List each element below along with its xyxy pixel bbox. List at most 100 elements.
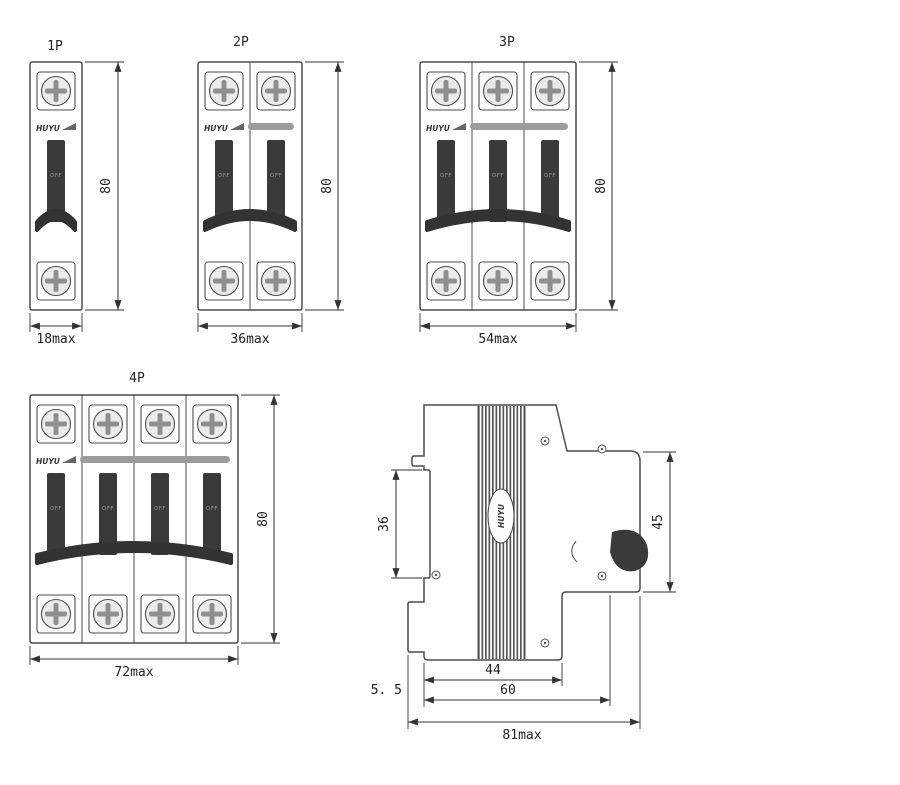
- dimension-depth-total: 81max: [407, 596, 641, 743]
- rivet-dot: [434, 573, 438, 577]
- label-stripe: [248, 123, 294, 130]
- dimension-label: 80: [99, 178, 114, 194]
- brand-oval: [487, 488, 515, 544]
- side-view: HUYU 36 45 44: [371, 404, 676, 743]
- side-toggle-lever: [610, 529, 649, 572]
- toggle-off-label: OFF: [492, 173, 504, 179]
- screw-terminal-icon: [36, 404, 76, 444]
- screw-terminal-icon: [426, 261, 466, 301]
- dimension-label: 80: [320, 178, 335, 194]
- dimension-height-1p: 80: [85, 61, 124, 311]
- dimension-rail-slot: 36: [377, 469, 422, 579]
- dimension-label: 36max: [230, 332, 269, 347]
- front-view-2p: 2P HUYU OFF OFF 80 36max: [197, 35, 344, 347]
- toggle-off-label: OFF: [50, 173, 62, 179]
- dimension-depth-body: 60 5. 5: [371, 595, 611, 706]
- screw-terminal-icon: [204, 71, 244, 111]
- brand-text: HUYU: [204, 124, 228, 133]
- screw-terminal-icon: [530, 71, 570, 111]
- toggle-off-label: OFF: [218, 173, 230, 179]
- toggle-stem: [267, 140, 285, 222]
- toggle-stem: [47, 140, 65, 222]
- dimension-label: 45: [651, 514, 666, 530]
- front-view-3p: 3P HUYU OFF OFF OFF 80 54m: [419, 35, 618, 347]
- dimension-label: 80: [594, 178, 609, 194]
- toggle-off-label: OFF: [544, 173, 556, 179]
- brand-text: HUYU: [426, 124, 450, 133]
- toggle-off-label: OFF: [440, 173, 452, 179]
- rivet-dot: [600, 574, 604, 578]
- screw-terminal-icon: [140, 404, 180, 444]
- dimension-label: 36: [377, 516, 392, 532]
- dimension-label-clip-offset: 5. 5: [371, 683, 402, 698]
- dimension-label: 72max: [114, 665, 153, 680]
- dimension-width-4p: 72max: [29, 646, 239, 680]
- rivet-dot: [543, 641, 547, 645]
- dimension-width-1p: 18max: [29, 313, 83, 347]
- brand-text: HUYU: [36, 457, 60, 466]
- dimension-depth-step: 44: [423, 663, 563, 707]
- dimension-height-3p: 80: [579, 61, 618, 311]
- toggle-stem: [437, 140, 455, 222]
- brand-logo: HUYU: [426, 123, 466, 133]
- toggle-stem: [489, 140, 507, 222]
- toggle-handle: [203, 209, 297, 232]
- screw-terminal-icon: [256, 71, 296, 111]
- brand-logo: HUYU: [36, 123, 76, 133]
- screw-terminal-icon: [192, 404, 232, 444]
- brand-swoosh-icon: [62, 123, 76, 130]
- screw-terminal-icon: [88, 404, 128, 444]
- front-view-4p: 4P HUYU OFF OFF OFF OFF 80: [29, 371, 280, 680]
- screw-terminal-icon: [192, 594, 232, 634]
- view-title-2p: 2P: [233, 35, 249, 50]
- toggle-stem: [99, 473, 117, 555]
- toggle-off-label: OFF: [270, 173, 282, 179]
- screw-terminal-icon: [88, 594, 128, 634]
- dimension-width-3p: 54max: [419, 313, 577, 347]
- rivet-dot: [600, 447, 604, 451]
- dimension-label: 81max: [502, 728, 541, 743]
- label-stripe: [80, 456, 230, 463]
- toggle-off-label: OFF: [206, 506, 218, 512]
- screw-terminal-icon: [36, 261, 76, 301]
- toggle-stem: [203, 473, 221, 555]
- brand-logo: HUYU: [204, 123, 244, 133]
- brand-swoosh-icon: [230, 123, 244, 130]
- detail-arc-icon: [571, 540, 578, 563]
- screw-terminal-icon: [426, 71, 466, 111]
- rivets: [431, 436, 607, 648]
- front-view-1p: 1P HUYU OFF 80 18max: [29, 39, 124, 347]
- view-title-4p: 4P: [129, 371, 145, 386]
- view-title-3p: 3P: [499, 35, 515, 50]
- brand-text: HUYU: [497, 504, 506, 528]
- dimension-width-2p: 36max: [197, 313, 303, 347]
- view-title-1p: 1P: [47, 39, 63, 54]
- dimension-label: 80: [256, 511, 271, 527]
- toggle-off-label: OFF: [102, 506, 114, 512]
- toggle-handle: [425, 209, 571, 232]
- screw-terminal-icon: [204, 261, 244, 301]
- dimension-label: 18max: [36, 332, 75, 347]
- dimension-front-height: 45: [643, 451, 676, 593]
- brand-swoosh-icon: [62, 456, 76, 463]
- brand-text: HUYU: [36, 124, 60, 133]
- dimension-height-2p: 80: [305, 61, 344, 311]
- dimension-label: 44: [485, 663, 501, 678]
- toggle-off-label: OFF: [50, 506, 62, 512]
- toggle-stem: [47, 473, 65, 555]
- dimension-label: 54max: [478, 332, 517, 347]
- dimension-label: 60: [500, 683, 516, 698]
- toggle-stem: [151, 473, 169, 555]
- screw-terminal-icon: [478, 71, 518, 111]
- label-stripe: [470, 123, 568, 130]
- brand-logo: HUYU: [36, 456, 76, 466]
- toggle-handle: [35, 209, 77, 232]
- toggle-stem: [215, 140, 233, 222]
- rivet-dot: [543, 439, 547, 443]
- screw-terminal-icon: [36, 594, 76, 634]
- dimension-height-4p: 80: [241, 394, 280, 644]
- toggle-stem: [541, 140, 559, 222]
- screw-terminal-icon: [530, 261, 570, 301]
